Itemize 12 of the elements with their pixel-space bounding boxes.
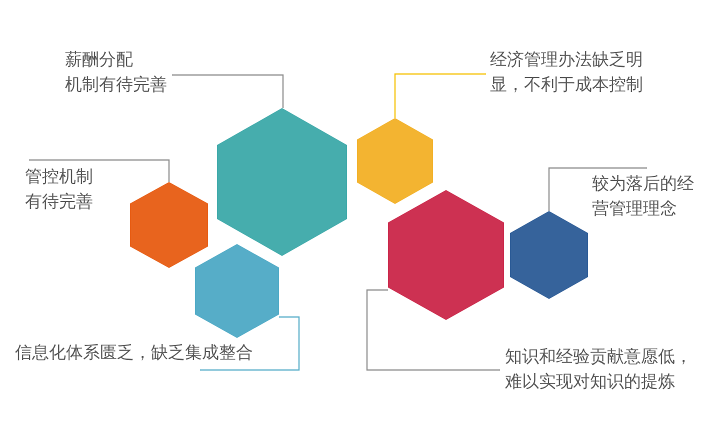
callout-text: 较为落后的经营管理理念 xyxy=(592,172,697,222)
callout-text: 信息化体系匮乏，缺乏集成整合 xyxy=(15,341,253,366)
leader-line xyxy=(200,316,300,371)
leader-line xyxy=(172,74,284,108)
callout-text: 薪酬分配机制有待完善 xyxy=(65,48,170,98)
leader-line xyxy=(548,167,647,211)
leader-line xyxy=(366,289,500,371)
callout-text: 知识和经验贡献意愿低，难以实现对知识的提炼 xyxy=(505,345,695,395)
callout-text: 管控机制有待完善 xyxy=(25,165,96,215)
leader-line xyxy=(394,73,486,118)
leader-line xyxy=(29,159,170,182)
callout-text: 经济管理办法缺乏明显，不利于成本控制 xyxy=(490,48,646,98)
